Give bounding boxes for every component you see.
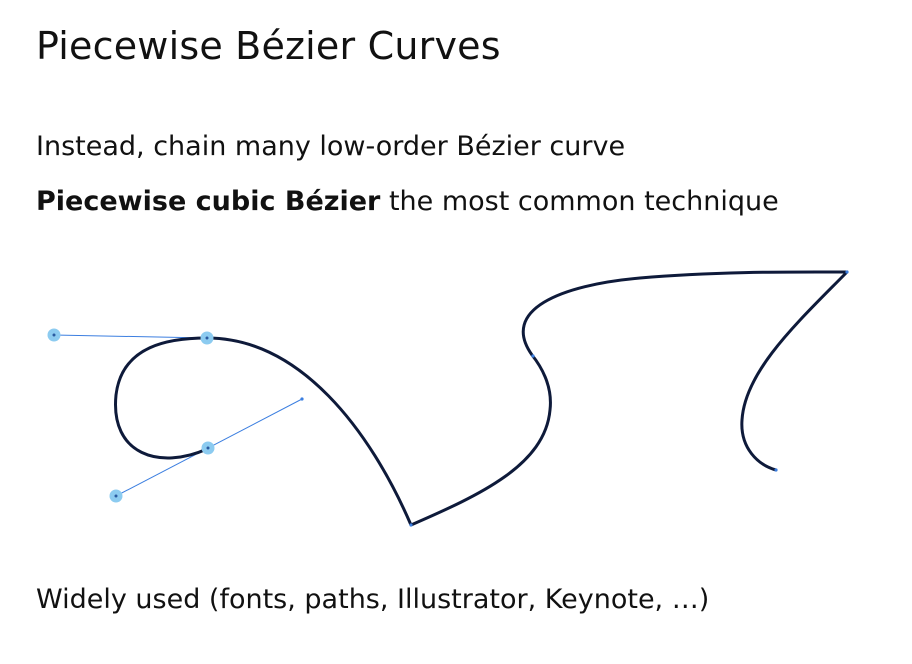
bullet-text: the most common technique (380, 186, 779, 217)
anchor-point-bottom-corner[interactable] (409, 523, 413, 527)
anchor-point-lower[interactable] (201, 441, 215, 455)
anchor-point-top[interactable] (200, 331, 214, 345)
anchor-point-lower-center (206, 446, 210, 450)
anchor-point-top-right[interactable] (845, 270, 849, 274)
handle-line-lower (115, 398, 303, 497)
bullet-bold-term: Piecewise cubic Bézier (36, 186, 381, 217)
handle-line-top (53, 334, 208, 339)
bullet-piecewise-cubic: Piecewise cubic Bézier the most common t… (36, 186, 779, 217)
bullet-chain-curves: Instead, chain many low-order Bézier cur… (36, 131, 625, 162)
slide-title: Piecewise Bézier Curves (36, 24, 501, 68)
control-point-right-end[interactable] (300, 397, 304, 401)
piecewise-bezier-curve (114, 270, 849, 527)
bullet-text: Instead, chain many low-order Bézier cur… (36, 131, 626, 162)
control-point-bottom[interactable] (109, 489, 123, 503)
bullet-text: Widely used (fonts, paths, Illustrator, … (36, 584, 710, 615)
bullet-widely-used: Widely used (fonts, paths, Illustrator, … (36, 584, 709, 615)
control-point-left[interactable] (47, 328, 61, 342)
anchor-point-end[interactable] (774, 468, 778, 472)
control-point-bottom-center (114, 494, 118, 498)
control-point-left-center (52, 333, 56, 337)
anchor-point-top-center (205, 336, 209, 340)
anchor-point-middle[interactable] (531, 354, 535, 358)
